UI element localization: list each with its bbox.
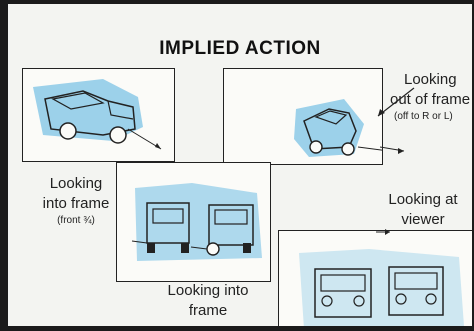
caption-line: Looking (390, 70, 472, 90)
arrow-out-of-frame (380, 139, 410, 159)
caption-line: Looking at (378, 190, 468, 210)
caption-line: Looking (26, 174, 126, 194)
caption-looking-at-viewer: Looking at viewer (378, 190, 468, 230)
caption-line: frame (153, 301, 263, 321)
panel-looking-at-viewer (278, 230, 472, 326)
jeep-sketch-out-of-frame (224, 69, 382, 164)
caption-line: Looking into (153, 281, 263, 301)
panel-looking-into-frame (116, 162, 271, 282)
caption-looking-into-frame-front: Looking into frame (front ¾) (26, 174, 126, 228)
caption-line: into frame (26, 194, 126, 214)
panel-front-three-quarter (22, 68, 175, 162)
caption-looking-out-of-frame: Looking out of frame (off to R or L) (390, 70, 472, 124)
jeep-sketch-front-three-quarter (23, 69, 174, 161)
caption-looking-into-frame-pair: Looking into frame (153, 281, 263, 321)
caption-line: out of frame (390, 90, 472, 110)
presentation-slide: IMPLIED ACTION Looking into frame (front… (8, 4, 472, 326)
slide-title: IMPLIED ACTION (8, 38, 472, 60)
jeep-sketch-pair-into-frame (117, 163, 270, 281)
panel-looking-out-of-frame (223, 68, 383, 165)
caption-line: viewer (378, 210, 468, 230)
caption-note: (front ¾) (26, 214, 126, 228)
caption-note: (off to R or L) (390, 110, 472, 124)
jeep-sketch-pair-at-viewer (279, 231, 472, 326)
